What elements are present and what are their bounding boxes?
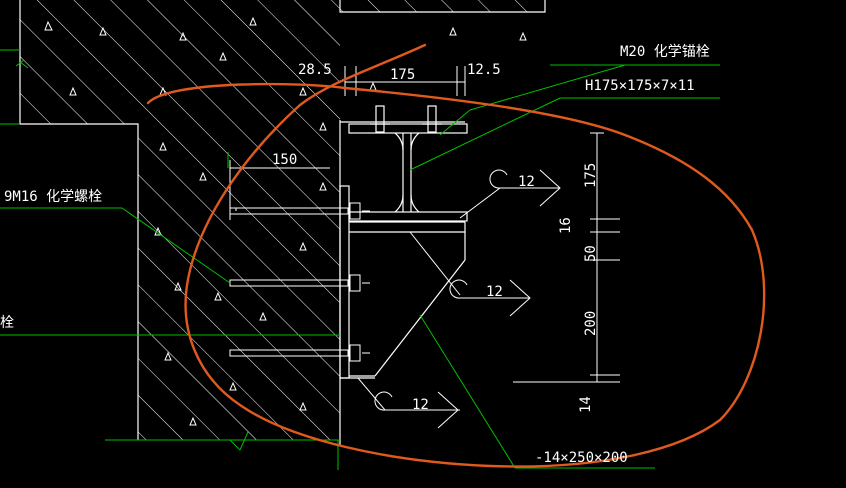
dim-16: 16 xyxy=(558,217,574,234)
dimension-lines xyxy=(229,66,620,383)
dim-12-5: 12.5 xyxy=(467,62,501,78)
dim-50: 50 xyxy=(583,245,599,262)
dim-14: 14 xyxy=(578,396,594,413)
weld-size-1: 12 xyxy=(518,174,535,190)
leader-lines xyxy=(0,49,720,470)
dim-200: 200 xyxy=(583,311,599,336)
label-edge-fragment: 栓 xyxy=(0,315,14,331)
red-markup-annotation xyxy=(146,43,766,468)
label-plate: -14×250×200 xyxy=(535,450,628,466)
weld-size-3: 12 xyxy=(412,397,429,413)
weld-size-2: 12 xyxy=(486,284,503,300)
dim-150: 150 xyxy=(272,152,297,168)
label-anchor-bolt: M20 化学锚栓 xyxy=(620,44,710,60)
chemical-bolts xyxy=(229,202,370,362)
label-chemical-bolt: 9M16 化学螺栓 xyxy=(4,189,102,205)
label-h-section: H175×175×7×11 xyxy=(585,78,695,94)
dim-175-top: 175 xyxy=(390,67,415,83)
dim-28-5: 28.5 xyxy=(298,62,332,78)
drawing-text: M20 化学锚栓 H175×175×7×11 9M16 化学螺栓 -14×250… xyxy=(0,44,710,466)
h-section-beam xyxy=(348,105,468,222)
steel-bracket xyxy=(339,185,466,379)
weld-symbols xyxy=(357,169,561,429)
dim-175-right: 175 xyxy=(583,163,599,188)
